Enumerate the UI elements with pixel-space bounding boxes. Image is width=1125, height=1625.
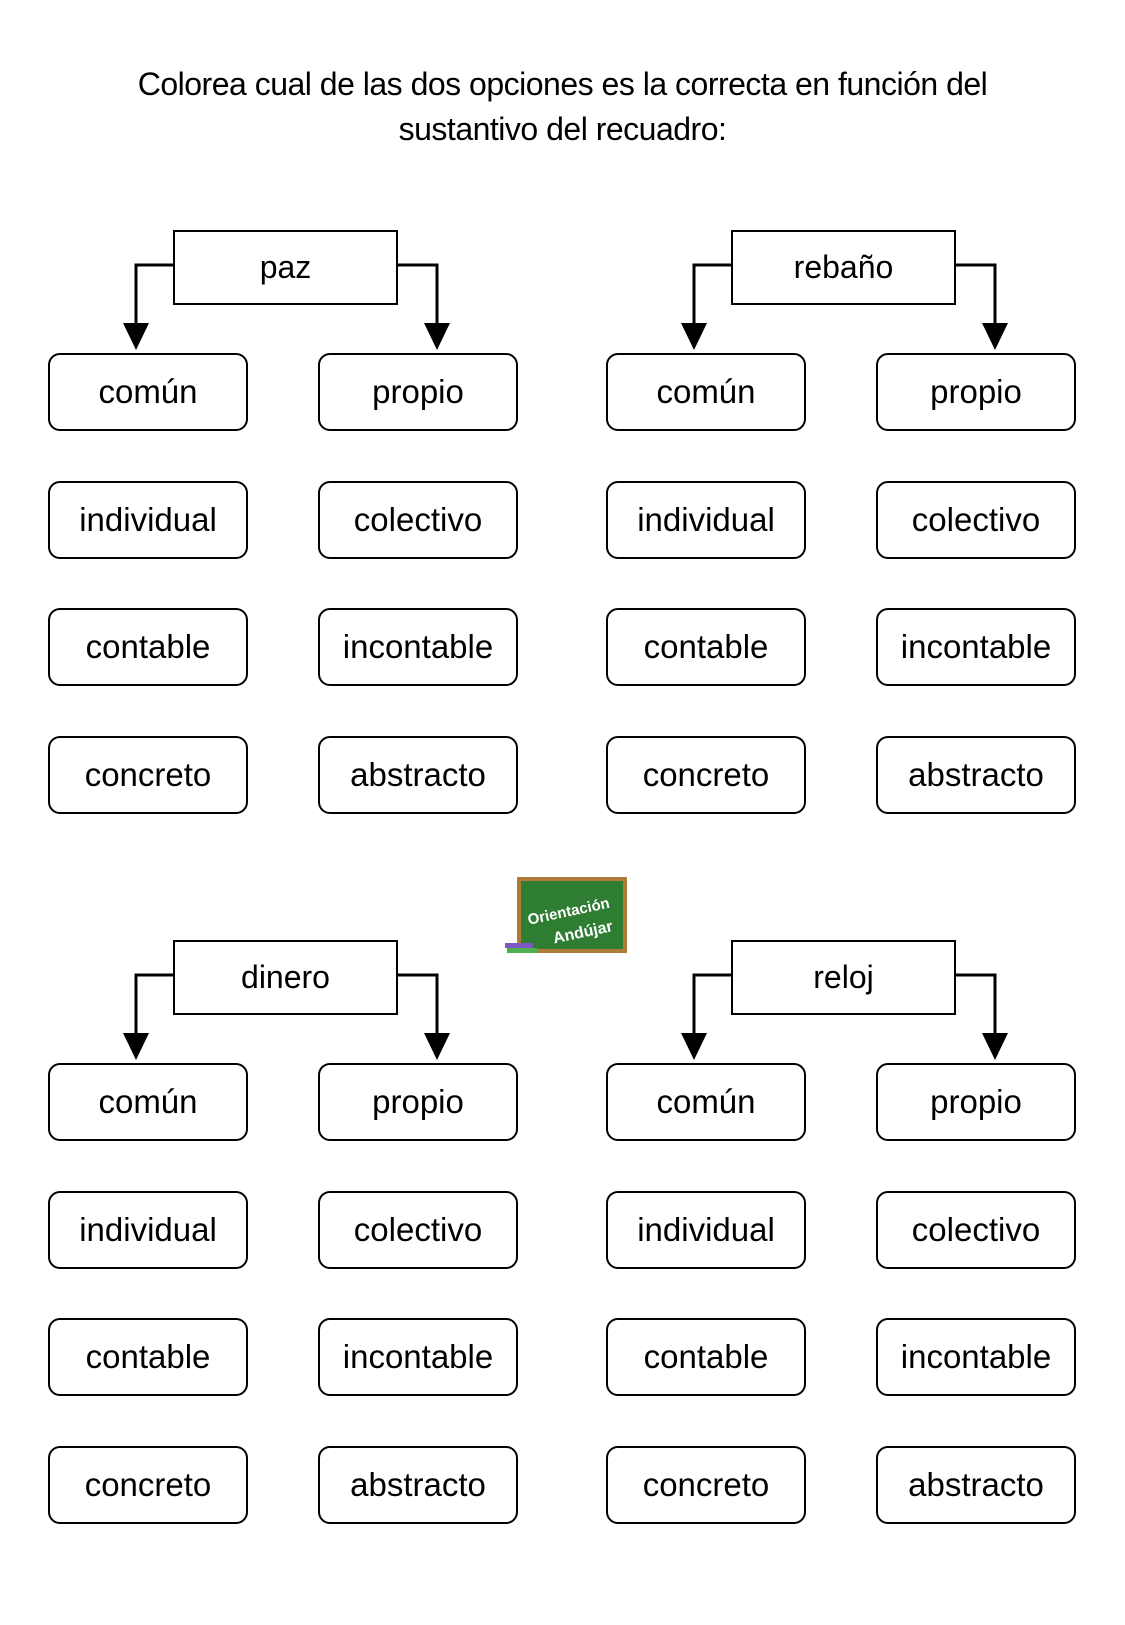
option-box[interactable]: colectivo bbox=[876, 1190, 1076, 1269]
option-box[interactable]: colectivo bbox=[318, 480, 518, 559]
option-box[interactable]: contable bbox=[48, 608, 248, 686]
title-line-2: sustantivo del recuadro: bbox=[398, 111, 727, 147]
option-box[interactable]: individual bbox=[48, 1190, 248, 1269]
option-box[interactable]: contable bbox=[606, 1318, 806, 1396]
orientacion-andujar-logo: Orientación Andújar bbox=[505, 877, 630, 957]
option-box[interactable]: individual bbox=[606, 1190, 806, 1269]
option-box[interactable]: colectivo bbox=[876, 480, 1076, 559]
noun-group-0: paz común propio individual colectivo contabl… bbox=[48, 230, 578, 814]
arrow-down-icon bbox=[123, 1033, 149, 1060]
option-box[interactable]: propio bbox=[876, 353, 1076, 431]
noun-box: paz bbox=[173, 230, 398, 305]
option-box[interactable]: incontable bbox=[876, 1318, 1076, 1396]
noun-group-2: dinero común propio individual colectivo cont… bbox=[48, 940, 578, 1524]
noun-box: reloj bbox=[731, 940, 956, 1015]
option-box[interactable]: común bbox=[48, 353, 248, 431]
branch-arrows bbox=[123, 263, 450, 350]
option-box[interactable]: incontable bbox=[318, 608, 518, 686]
option-box[interactable]: abstracto bbox=[318, 735, 518, 814]
option-box[interactable]: abstracto bbox=[876, 735, 1076, 814]
option-box[interactable]: abstracto bbox=[876, 1445, 1076, 1524]
noun-box: rebaño bbox=[731, 230, 956, 305]
instructions-title: Colorea cual de las dos opciones es la c… bbox=[0, 62, 1125, 152]
branch-arrows bbox=[681, 263, 1008, 350]
option-box[interactable]: individual bbox=[48, 480, 248, 559]
option-box[interactable]: incontable bbox=[318, 1318, 518, 1396]
option-box[interactable]: propio bbox=[318, 1063, 518, 1141]
arrow-down-icon bbox=[982, 323, 1008, 350]
option-box[interactable]: propio bbox=[876, 1063, 1076, 1141]
arrow-down-icon bbox=[123, 323, 149, 350]
option-box[interactable]: concreto bbox=[48, 735, 248, 814]
option-box[interactable]: individual bbox=[606, 480, 806, 559]
arrow-down-icon bbox=[424, 1033, 450, 1060]
option-box[interactable]: abstracto bbox=[318, 1445, 518, 1524]
arrow-down-icon bbox=[681, 1033, 707, 1060]
option-box[interactable]: concreto bbox=[606, 735, 806, 814]
option-box[interactable]: concreto bbox=[606, 1445, 806, 1524]
branch-arrows bbox=[123, 973, 450, 1060]
option-box[interactable]: concreto bbox=[48, 1445, 248, 1524]
title-line-1: Colorea cual de las dos opciones es la c… bbox=[137, 66, 988, 102]
option-box[interactable]: incontable bbox=[876, 608, 1076, 686]
option-box[interactable]: común bbox=[606, 1063, 806, 1141]
arrow-down-icon bbox=[982, 1033, 1008, 1060]
branch-arrows bbox=[681, 973, 1008, 1060]
option-box[interactable]: contable bbox=[606, 608, 806, 686]
option-box[interactable]: colectivo bbox=[318, 1190, 518, 1269]
noun-group-3: reloj común propio individual colectivo conta… bbox=[606, 940, 1125, 1524]
noun-box: dinero bbox=[173, 940, 398, 1015]
arrow-down-icon bbox=[681, 323, 707, 350]
arrow-down-icon bbox=[424, 323, 450, 350]
option-box[interactable]: común bbox=[606, 353, 806, 431]
noun-group-1: rebaño común propio individual colectivo cont… bbox=[606, 230, 1125, 814]
option-box[interactable]: propio bbox=[318, 353, 518, 431]
option-box[interactable]: común bbox=[48, 1063, 248, 1141]
option-box[interactable]: contable bbox=[48, 1318, 248, 1396]
